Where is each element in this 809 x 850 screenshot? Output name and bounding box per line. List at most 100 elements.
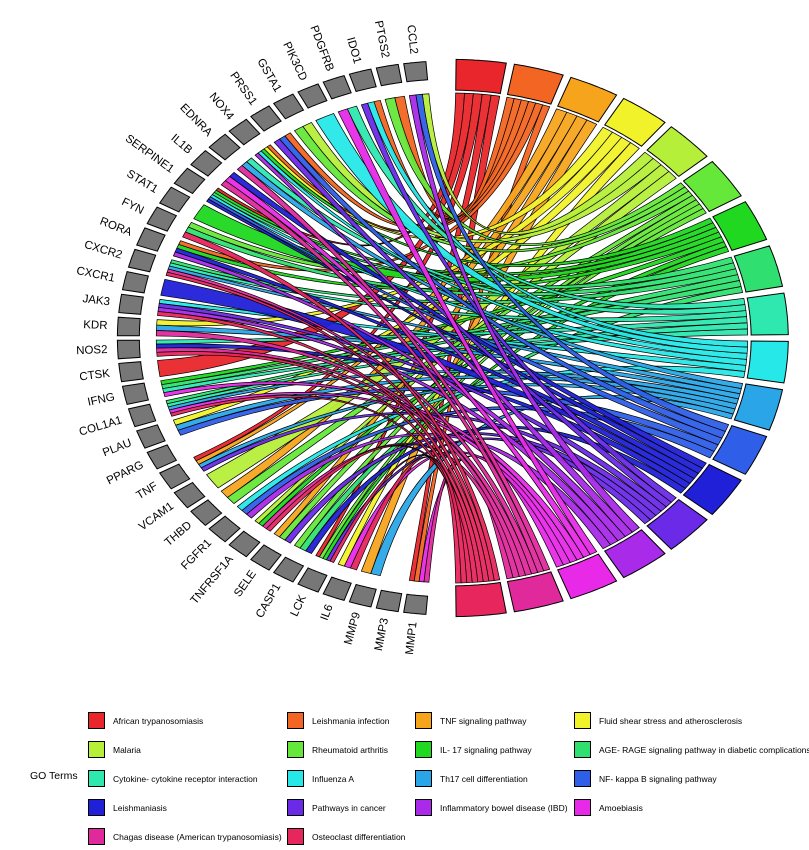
term-arc bbox=[746, 292, 789, 336]
gene-label-cxcr2: CXCR2 bbox=[83, 239, 124, 262]
gene-block bbox=[250, 105, 282, 132]
gene-label-pik3cd: PIK3CD bbox=[280, 40, 309, 83]
term-arc bbox=[746, 340, 789, 384]
gene-label-casp1: CASP1 bbox=[254, 582, 283, 621]
gene-label-il1b: IL1B bbox=[168, 132, 194, 157]
term-arc bbox=[646, 498, 708, 550]
legend-label: AGE- RAGE signaling pathway in diabetic … bbox=[599, 744, 809, 755]
gene-label-lck: LCK bbox=[289, 593, 310, 619]
legend-label: Leishmania infection bbox=[312, 715, 390, 726]
chord-diagram: CCL2PTGS2IDO1PDGFRBPIK3CDGSTA1PRSS1NOX4E… bbox=[75, 20, 789, 655]
legend-swatch bbox=[88, 712, 105, 729]
gene-block bbox=[116, 316, 141, 337]
legend-swatch bbox=[574, 799, 591, 816]
term-arc bbox=[557, 76, 618, 123]
gene-label-ido1: IDO1 bbox=[344, 36, 363, 65]
legend-label: NF- kappa B signaling pathway bbox=[599, 773, 717, 784]
gene-block bbox=[158, 463, 191, 490]
gene-label-col1a1: COL1A1 bbox=[78, 414, 124, 438]
gene-label-rora: RORA bbox=[98, 216, 134, 239]
chord-ribbon bbox=[226, 194, 697, 505]
gene-label-ccl2: CCL2 bbox=[404, 24, 419, 55]
gene-block bbox=[158, 186, 191, 213]
chord-ribbon bbox=[408, 94, 640, 533]
term-arc bbox=[682, 463, 742, 516]
chord-ribbon bbox=[177, 387, 719, 452]
gene-block bbox=[136, 227, 166, 252]
gene-block bbox=[146, 444, 178, 470]
chord-ribbon bbox=[236, 165, 551, 572]
gene-label-ednra: EDNRA bbox=[177, 102, 214, 139]
gene-block bbox=[127, 248, 157, 273]
gene-block-layer bbox=[116, 61, 429, 615]
chord-ribbon bbox=[206, 198, 703, 474]
gene-block bbox=[322, 576, 352, 602]
gene-block bbox=[322, 74, 352, 100]
gene-block bbox=[173, 167, 206, 195]
legend-item: Osteoclast differentiation bbox=[287, 828, 405, 845]
gene-block bbox=[375, 589, 403, 613]
legend-label: Osteoclast differentiation bbox=[312, 831, 406, 842]
term-arc bbox=[506, 571, 564, 613]
legend-swatch bbox=[415, 712, 432, 729]
gene-block bbox=[403, 61, 429, 83]
legend-label: Cytokine- cytokine receptor interaction bbox=[113, 773, 258, 784]
legend-swatch bbox=[88, 828, 105, 845]
gene-block bbox=[173, 481, 206, 509]
gene-block bbox=[121, 382, 150, 405]
legend-swatch bbox=[88, 770, 105, 787]
gene-block bbox=[348, 583, 377, 608]
legend-label: Fluid shear stress and atherosclerosis bbox=[599, 715, 743, 726]
legend-item: Chagas disease (American trypanosomiasis… bbox=[88, 828, 282, 845]
gene-block bbox=[190, 149, 223, 177]
gene-label-pparg: PPARG bbox=[105, 459, 146, 487]
gene-block bbox=[136, 424, 166, 449]
chord-ribbon bbox=[360, 102, 677, 503]
legend-swatch bbox=[415, 741, 432, 758]
legend-label: Malaria bbox=[113, 744, 141, 755]
legend-item: Malaria bbox=[88, 741, 141, 758]
gene-label-mmp3: MMP3 bbox=[373, 617, 391, 652]
gene-label-thbd: THBD bbox=[163, 519, 195, 548]
legend-swatch bbox=[574, 770, 591, 787]
legend-item: TNF signaling pathway bbox=[415, 712, 526, 729]
gene-label-stat1: STAT1 bbox=[124, 168, 159, 196]
legend-item: Th17 cell differentiation bbox=[415, 770, 528, 787]
ribbon-layer bbox=[155, 92, 749, 584]
term-arc bbox=[733, 245, 784, 293]
gene-block bbox=[272, 556, 305, 583]
gene-block bbox=[121, 271, 150, 294]
term-arc bbox=[557, 553, 618, 600]
legend-label: Leishmaniasis bbox=[113, 802, 167, 813]
gene-block bbox=[228, 118, 261, 146]
gene-label-nos2: NOS2 bbox=[76, 344, 108, 357]
gene-label-kdr: KDR bbox=[83, 319, 108, 332]
gene-block bbox=[190, 499, 223, 527]
legend-title: GO Terms bbox=[30, 770, 78, 782]
legend-swatch bbox=[287, 770, 304, 787]
legend-item: Rheumatoid arthritis bbox=[287, 741, 388, 758]
gene-label-nox4: NOX4 bbox=[207, 91, 237, 123]
gene-block bbox=[116, 339, 141, 360]
gene-block bbox=[403, 593, 429, 615]
chord-ribbon bbox=[293, 125, 690, 253]
chord-ribbon bbox=[284, 432, 657, 544]
term-arc bbox=[682, 160, 742, 213]
chord-ribbon bbox=[337, 108, 598, 556]
legend-item: AGE- RAGE signaling pathway in diabetic … bbox=[574, 741, 809, 758]
legend-label: Rheumatoid arthritis bbox=[312, 744, 389, 755]
chord-ribbon bbox=[157, 311, 490, 583]
gene-label-vcam1: VCAM1 bbox=[137, 500, 176, 533]
gene-label-il6: IL6 bbox=[319, 603, 336, 622]
gene-block bbox=[127, 403, 157, 428]
gene-label-fyn: FYN bbox=[120, 196, 146, 217]
gene-label-ctsk: CTSK bbox=[79, 368, 111, 384]
term-arc bbox=[712, 424, 768, 475]
legend-item: Cytokine- cytokine receptor interaction bbox=[88, 770, 258, 787]
gene-block bbox=[272, 93, 305, 120]
chord-ribbon bbox=[315, 113, 748, 354]
term-arc-layer bbox=[455, 58, 789, 618]
term-arc bbox=[646, 126, 708, 178]
gene-label-ifng: IFNG bbox=[87, 391, 116, 408]
